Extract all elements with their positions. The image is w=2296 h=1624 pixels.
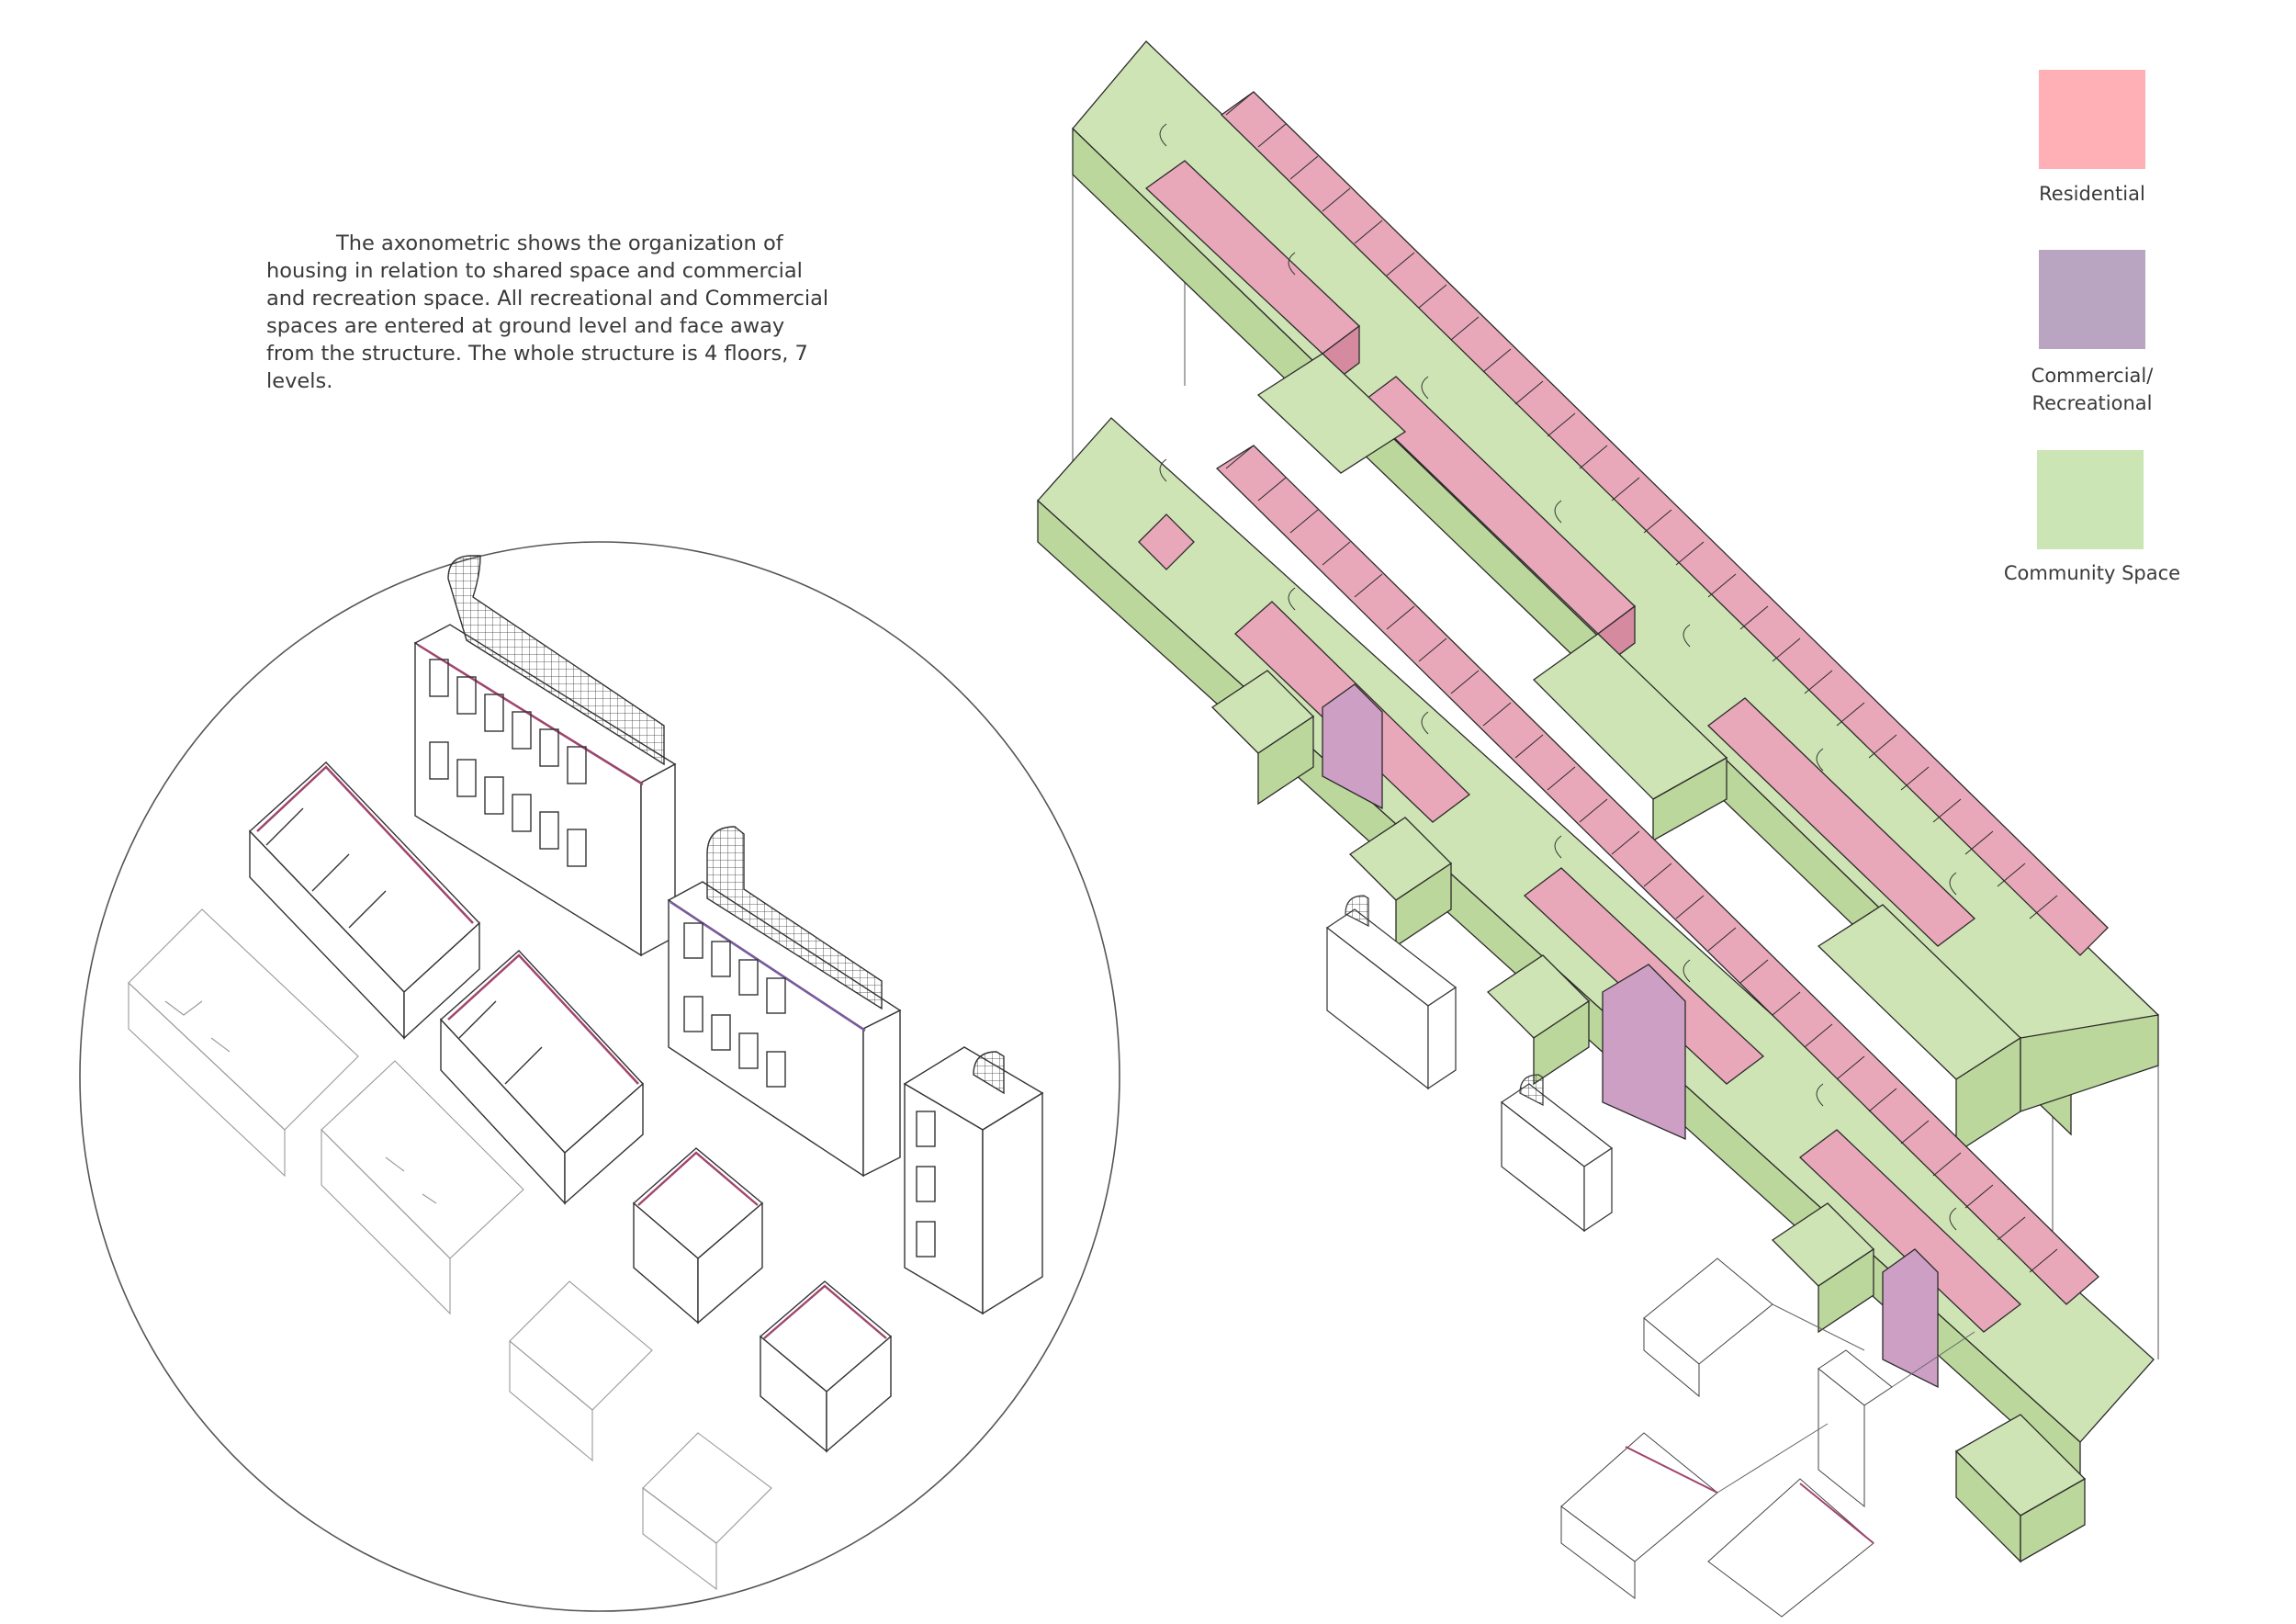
attached-units — [1560, 1257, 1975, 1618]
unit-detail-circle — [79, 541, 1120, 1612]
legend-label-residential: Residential — [2039, 183, 2145, 205]
legend-swatch-residential — [2039, 70, 2145, 169]
room-box-1 — [632, 1147, 764, 1325]
exploded-units — [128, 555, 1044, 1591]
legend-label-community: Community Space — [2003, 562, 2181, 584]
building-large-mid — [667, 826, 902, 1178]
ghost-units — [128, 908, 772, 1591]
legend-swatch-community — [2037, 450, 2144, 549]
lower-bar — [1037, 417, 2155, 1563]
description-text: The axonometric shows the organization o… — [266, 231, 829, 393]
legend-label-commercial: Commercial/ Recreational — [2031, 365, 2154, 414]
axonometric-structure — [1037, 40, 2159, 1618]
attached-buildings — [1325, 895, 1614, 1233]
legend-swatch-commercial — [2039, 250, 2145, 349]
apartment-unit-1 — [248, 761, 481, 1040]
room-box-2 — [759, 1280, 893, 1453]
building-tower — [903, 1046, 1044, 1315]
building-large-top — [413, 555, 677, 957]
apartment-unit-2 — [439, 950, 645, 1205]
upper-bar — [1072, 40, 2159, 1155]
